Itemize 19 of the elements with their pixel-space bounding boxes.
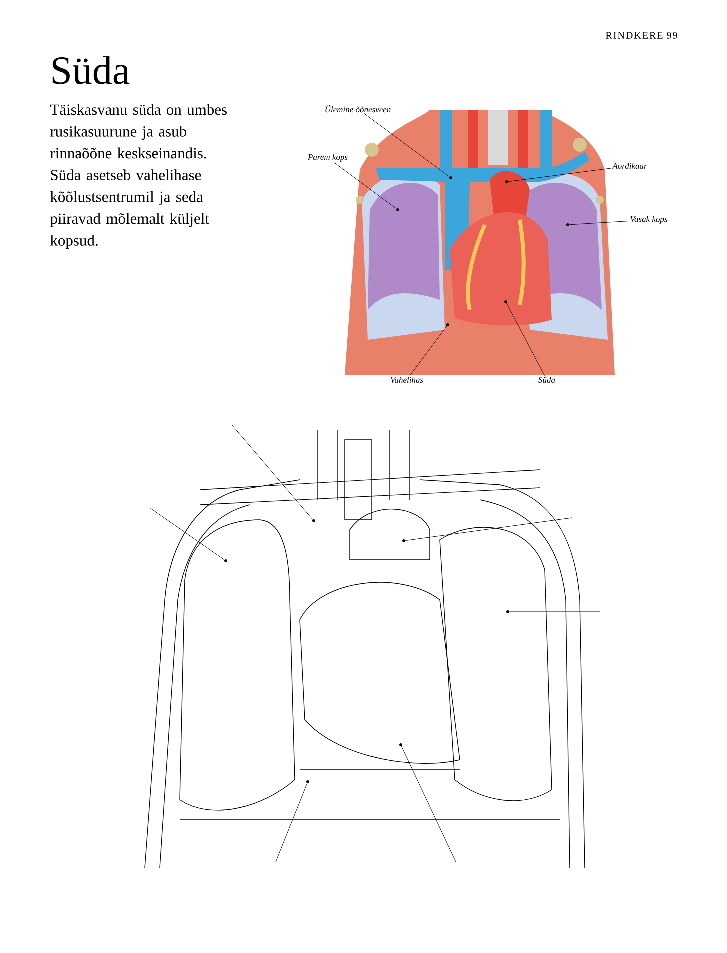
leader-line [405,518,572,542]
leader-line [401,746,456,862]
callout-label: Vasak kops [630,216,668,224]
leader-line [569,220,630,226]
page-title: Süda [52,56,130,84]
leader-line [364,114,450,178]
leader-line [150,508,225,560]
running-header: RINDKERE 99 [606,32,678,39]
leader-line [410,326,448,376]
intro-paragraph: Täiskasvanu süda on umbes rusikasuurune ja asub rinnaõõne keskseinandis. Süda asetseb vahelihase kõõlustsentrumil ja seda piiravad mõlemalt küljelt kopsud. [50,104,227,250]
callout-label: Parem kops [308,154,348,162]
callout-label: Ülemine õõnesveen [326,105,391,113]
callout-label: Aordikaar [612,163,648,169]
callout-label: Vahelihas [390,377,424,384]
leader-line [276,783,308,862]
leader-line [232,424,314,520]
leader-line [334,162,397,210]
leader-line [506,303,546,376]
callout-label: Süda [538,377,556,383]
